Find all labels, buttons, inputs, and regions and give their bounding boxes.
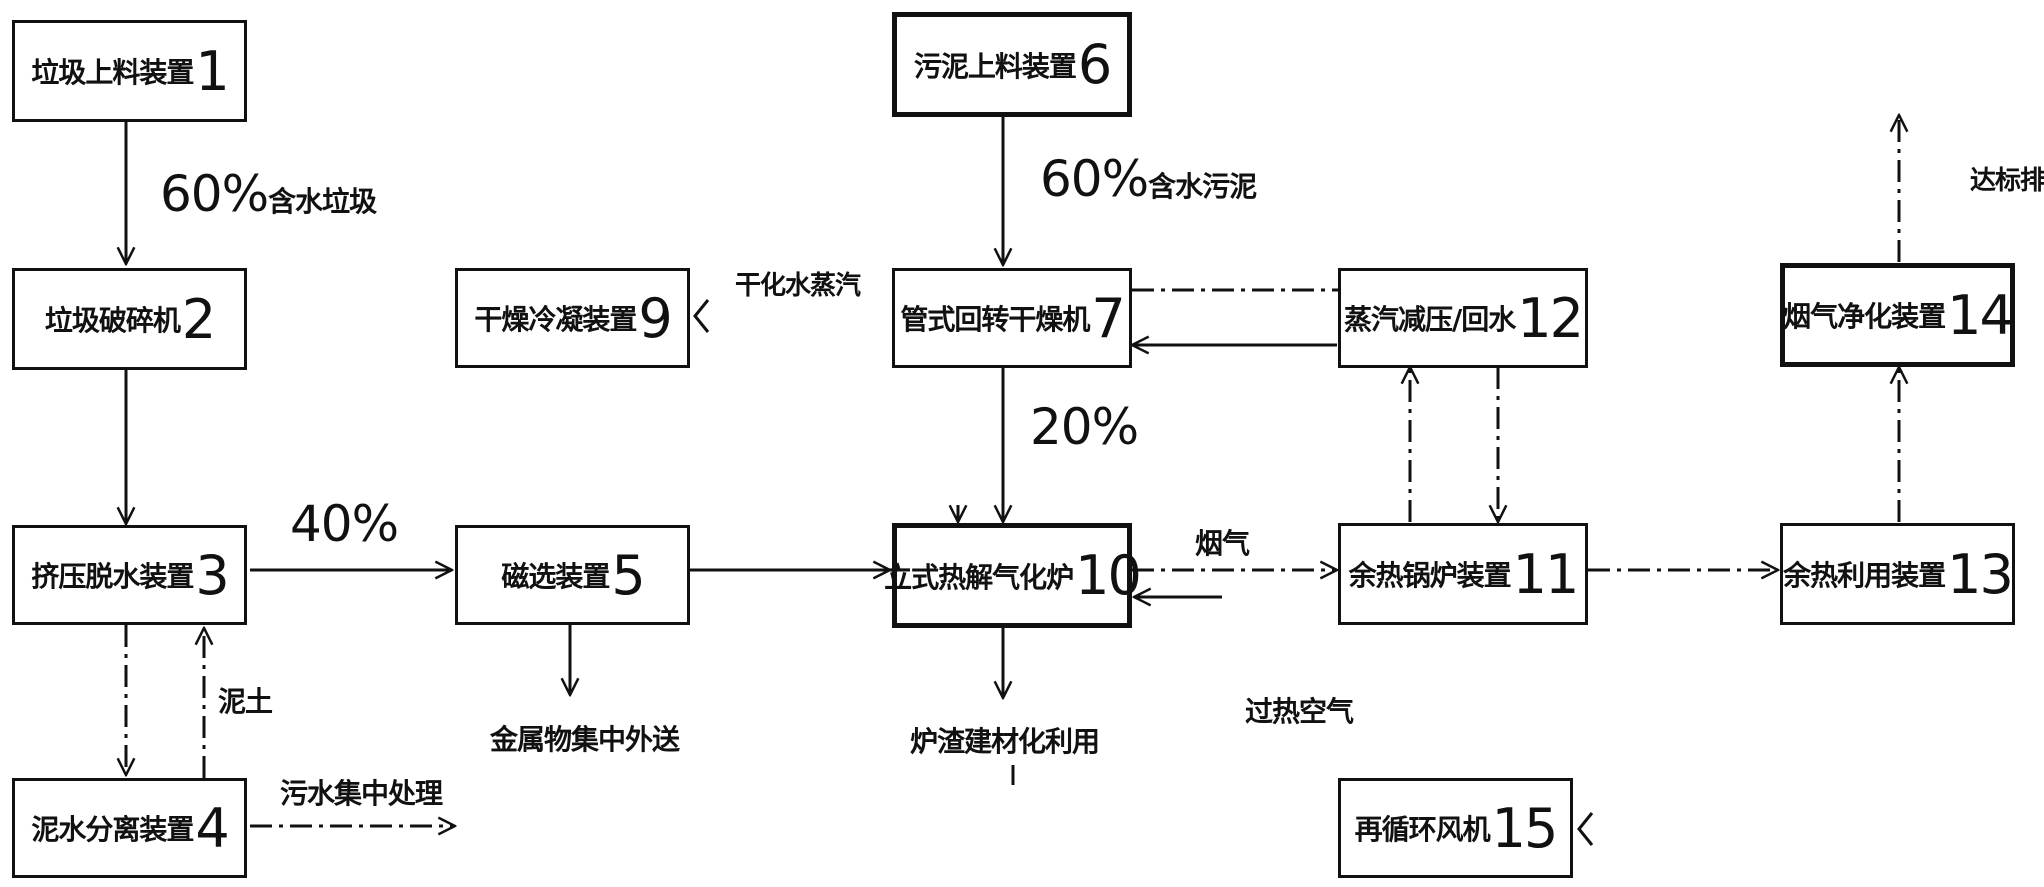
label-mud: 泥土 [218, 685, 273, 718]
label-slag-reuse: 炉渣建材化利用 [910, 725, 1100, 758]
label-flue-gas: 烟气 [1195, 527, 1250, 560]
label-20-percent: 20% [1030, 398, 1139, 456]
label-metal-export: 金属物集中外送 [490, 723, 680, 756]
label-hot-air: 过热空气 [1245, 695, 1354, 728]
arrow-15-input [1577, 812, 1594, 846]
arrow-9-output [693, 299, 710, 333]
label-sludge-water-content: 60%含水污泥 [1040, 150, 1257, 208]
label-dry-steam: 干化水蒸汽 [735, 271, 861, 301]
label-garbage-water-content: 60%含水垃圾 [160, 165, 377, 223]
label-discharge: 达标排放 [1970, 166, 2044, 196]
label-40-percent: 40% [290, 495, 399, 553]
label-sewage-treatment: 污水集中处理 [280, 777, 443, 810]
